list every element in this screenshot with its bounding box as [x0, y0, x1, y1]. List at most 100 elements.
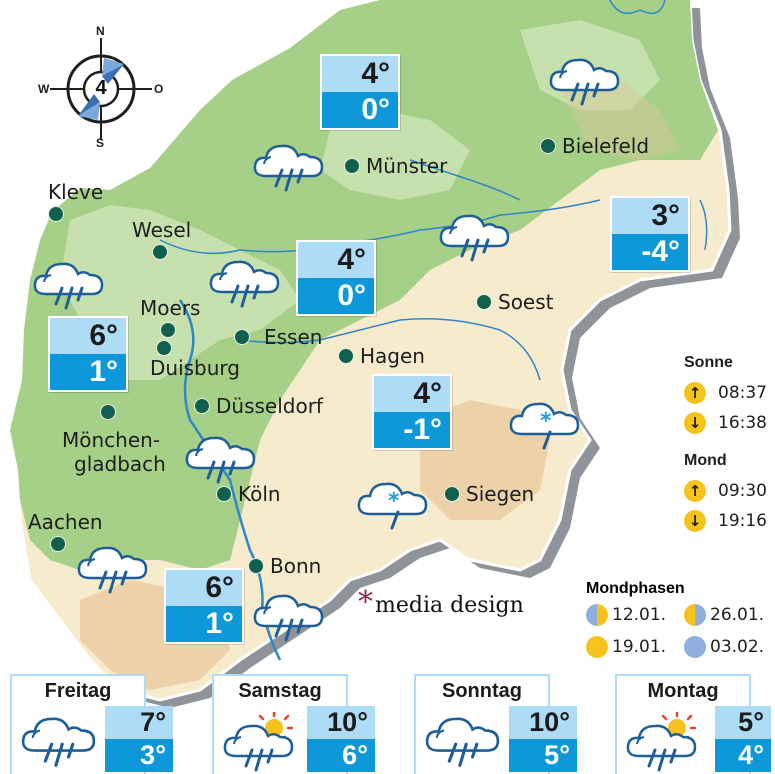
first-quarter-moon-icon	[586, 604, 608, 626]
city-soest: Soest	[476, 290, 554, 314]
sun-rain-cloud-icon	[626, 712, 697, 772]
city-label: Essen	[264, 325, 323, 349]
temp-low: 5°	[509, 739, 577, 772]
sunset-row: ↓16:38	[684, 408, 767, 438]
city-dot	[216, 486, 232, 502]
forecast-day-name: Freitag	[44, 680, 112, 702]
city-dot	[156, 340, 172, 356]
city-label: Münster	[366, 154, 448, 178]
sunrise-time: 08:37	[718, 383, 767, 403]
temp-high: 3°	[612, 198, 688, 234]
city-koeln: Köln	[216, 482, 281, 506]
moonrise-row: ↑ 09:30	[684, 476, 767, 506]
temp-high: 4°	[298, 242, 374, 278]
moon-phase-item: 26.01.	[684, 604, 775, 626]
city-label: Soest	[498, 290, 554, 314]
city-label: Mönchen-	[62, 428, 161, 452]
moon-phase-date: 03.02.	[710, 637, 765, 657]
temp-low: 6°	[307, 739, 375, 772]
temp-high: 4°	[322, 56, 398, 92]
city-label: Duisburg	[150, 356, 240, 380]
temp-low: -1°	[374, 412, 450, 448]
arrow-down-icon: ↓	[684, 510, 706, 532]
temp-high: 6°	[166, 570, 242, 606]
wind-force: 4	[95, 77, 107, 99]
city-label: Moers	[140, 296, 201, 320]
city-label: Aachen	[28, 510, 103, 534]
city-dot	[476, 294, 492, 310]
city-duisburg: Duisburg	[150, 340, 240, 380]
sunrise-row: ↑ 08:37	[684, 378, 767, 408]
city-label: gladbach	[74, 452, 166, 476]
city-aachen: Aachen	[28, 510, 103, 552]
temp-low: 4°	[715, 739, 771, 772]
forecast-day-name: Sonntag	[442, 680, 522, 702]
moon-phases-title: Mondphasen	[586, 580, 685, 597]
full-moon-icon	[586, 636, 608, 658]
forecast-day-name: Montag	[647, 680, 719, 702]
sun-rain-cloud-icon	[223, 712, 294, 772]
arrow-up-icon: ↑	[684, 382, 706, 404]
temp-high: 6°	[50, 318, 126, 354]
city-label: Siegen	[466, 482, 535, 506]
temp-low: 0°	[322, 92, 398, 128]
temp-box-rheinland: 6° 1°	[164, 568, 244, 644]
city-label: Bielefeld	[562, 134, 650, 158]
moon-phase-date: 19.01.	[612, 637, 667, 657]
forecast-temps: 10° 6°	[307, 706, 375, 772]
arrow-up-icon: ↑	[684, 480, 706, 502]
wind-compass: N S W O 4	[36, 24, 166, 154]
city-moenchengladbach-line1: Mönchen-	[62, 428, 160, 452]
city-bonn: Bonn	[248, 554, 321, 578]
temp-high: 5°	[715, 706, 771, 739]
city-label: Hagen	[360, 344, 425, 368]
compass-south: S	[96, 136, 105, 150]
city-dot	[344, 158, 360, 174]
city-dot	[248, 558, 264, 574]
city-label: Kleve	[48, 180, 104, 204]
temp-box-ostwestfalen: 3° -4°	[610, 196, 690, 272]
moonrise-time: 09:30	[718, 481, 767, 501]
forecast-temps: 10° 5°	[509, 706, 577, 772]
temp-box-muensterland: 4° 0°	[320, 54, 400, 130]
moon-phase-item: 03.02.	[684, 636, 775, 658]
brand-name: media design	[375, 593, 524, 618]
city-bielefeld: Bielefeld	[540, 134, 649, 158]
city-dot	[540, 138, 556, 154]
city-moers: Moers	[140, 296, 200, 338]
temp-low: 0°	[298, 278, 374, 314]
temp-low: 1°	[50, 354, 126, 390]
city-label: Düsseldorf	[216, 394, 323, 418]
forecast-day-monday: Montag 5° 4°	[615, 674, 773, 774]
temp-low: -4°	[612, 234, 688, 270]
rain-cloud-icon	[21, 717, 96, 767]
city-dot	[152, 244, 168, 260]
city-moenchengladbach-line2: gladbach	[74, 452, 166, 476]
city-dot	[234, 329, 250, 345]
compass-west: W	[38, 82, 50, 96]
new-moon-icon	[684, 636, 706, 658]
forecast-temps: 7° 3°	[105, 706, 173, 772]
city-duesseldorf: Düsseldorf	[194, 394, 323, 418]
brand-logo: * media design	[358, 588, 524, 619]
rain-cloud-icon	[425, 717, 500, 767]
moon-times: Mond ↑09:30 ↓19:16	[684, 452, 767, 536]
city-dot	[100, 404, 116, 420]
forecast-temps: 5° 4°	[715, 706, 771, 772]
city-dot	[160, 322, 176, 338]
city-dot	[194, 398, 210, 414]
moon-phase-date: 12.01.	[612, 605, 667, 625]
compass-rose-icon	[50, 38, 152, 140]
moon-phase-item: 12.01.	[586, 604, 684, 626]
forecast-day-name: Samstag	[238, 680, 322, 702]
temp-high: 4°	[374, 376, 450, 412]
city-wesel: Wesel	[132, 218, 191, 260]
forecast-day-saturday: Samstag 10° 6°	[212, 674, 375, 774]
last-quarter-moon-icon	[684, 604, 706, 626]
forecast-day-sunday: Sonntag 10° 5°	[414, 674, 577, 774]
forecast-day-friday: Freitag 7° 3°	[10, 674, 173, 774]
city-dot	[48, 206, 64, 222]
city-label: Bonn	[270, 554, 322, 578]
city-label: Wesel	[132, 218, 192, 242]
temp-box-niederrhein: 6° 1°	[48, 316, 128, 392]
